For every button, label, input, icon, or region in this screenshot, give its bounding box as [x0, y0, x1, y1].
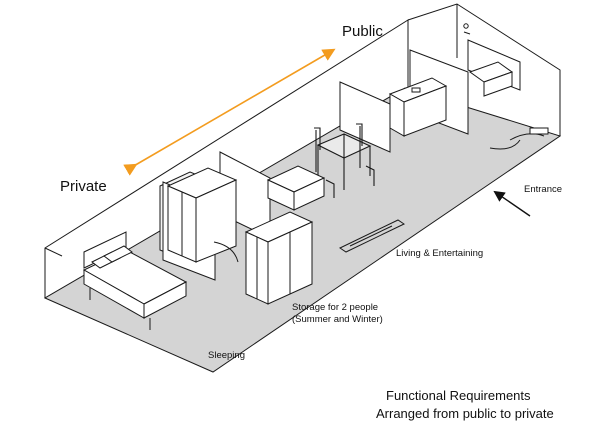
caption-line1: Functional Requirements: [386, 388, 531, 403]
label-sleeping: Sleeping: [208, 350, 245, 361]
storage-unit: [244, 211, 314, 305]
label-public: Public: [342, 23, 383, 40]
wardrobe: [166, 167, 238, 263]
caption-line2: Arranged from public to private: [376, 406, 554, 421]
label-living: Living & Entertaining: [396, 248, 484, 259]
label-storage-line2: (Summer and Winter): [292, 314, 383, 325]
floor-details: [213, 127, 549, 263]
entrance-arrow: [493, 190, 531, 217]
kitchen-counter: [388, 61, 514, 137]
bed: [82, 231, 188, 330]
label-entrance: Entrance: [524, 184, 563, 195]
bathroom-fixtures: [463, 23, 471, 35]
public-private-arrow: [123, 48, 336, 176]
label-storage-line1: Storage for 2 people: [292, 302, 379, 313]
label-private: Private: [60, 178, 107, 195]
